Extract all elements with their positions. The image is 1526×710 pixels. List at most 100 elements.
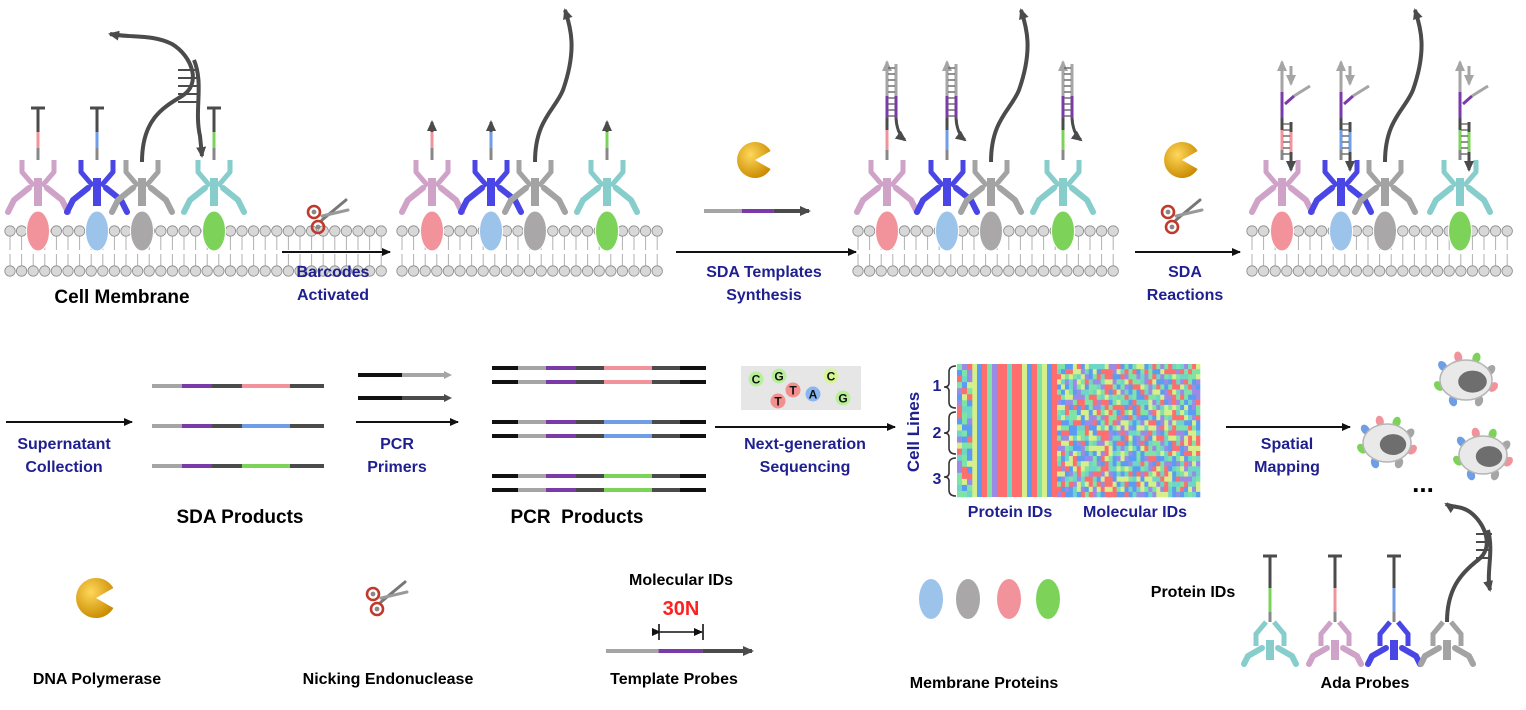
heatmap-cell [1176,394,1181,401]
heatmap-cell [1084,415,1090,421]
heatmap-cell [1096,491,1101,498]
heatmap-cell [1164,461,1169,467]
heatmap-cell [962,418,968,425]
heatmap-cell [1068,435,1074,442]
antibody-arm [1343,160,1360,188]
heatmap-cell [1072,369,1078,375]
heatmap-cell [1112,466,1117,472]
heatmap-cell [1144,435,1149,442]
heatmap-cell [1132,481,1137,488]
heatmap-cell [1140,476,1145,482]
lipid-head [294,225,306,237]
heatmap-cell [1084,425,1090,431]
antibody-arm [972,160,989,188]
heatmap-cell [1156,384,1161,390]
heatmap-cell [1057,384,1062,390]
lipid-head [570,265,582,277]
heatmap-cell [1112,415,1117,421]
ada-strand [1444,502,1489,623]
antibody-arm [613,185,640,215]
heatmap-cell [1108,466,1113,472]
heatmap-cell [1092,425,1098,431]
group-brace [943,457,957,497]
heatmap-cell [1148,445,1153,452]
lipid-head [396,265,408,277]
heatmap-cell [1128,374,1133,380]
lipid-head [62,225,74,237]
heatmap-stripe [1012,364,1018,497]
heatmap-cell [1168,389,1173,395]
heatmap-cell [1068,430,1074,436]
heatmap-cell [957,430,963,437]
heatmap-cell [1100,415,1105,421]
heatmap-cell [1176,481,1181,488]
lipid-head [363,265,376,277]
heatmap-cell [1132,379,1137,385]
lipid-head [1478,225,1490,237]
heatmap-cell [1060,425,1066,431]
heatmap-cell [1152,456,1157,462]
heatmap-cell [1068,425,1074,431]
sequence-base-bubble [771,368,787,384]
sequence-base-bubble [823,368,839,384]
heatmap-cell [1176,374,1181,380]
lipid-head [166,225,178,237]
antibody-arm [1391,185,1418,215]
heatmap-cell [1156,415,1161,421]
heatmap-cell [1132,461,1137,467]
heatmap-cell [1176,399,1181,406]
ngs-heatmap [943,364,1201,498]
heatmap-cell [1192,471,1197,477]
heatmap-cell [1196,456,1201,462]
heatmap-cell [1128,466,1133,472]
heatmap-cell [1172,471,1177,477]
heatmap-cell [1104,415,1109,421]
lipid-head [108,225,121,237]
heatmap-cell [1080,481,1086,488]
heatmap-cell [967,484,973,492]
heatmap-cell [1096,384,1101,390]
heatmap-cell [1100,440,1105,447]
heatmap-cell [1100,466,1105,472]
heatmap-cell [1112,491,1117,498]
heatmap-cell [1104,491,1109,498]
heatmap-cell [1132,445,1137,452]
heatmap-cell [1104,384,1109,390]
lipid-head [340,265,352,277]
heatmap-cell [1152,466,1157,472]
lipid-head [921,265,934,277]
heatmap-cell [967,424,973,431]
heatmap-cell [1108,461,1113,467]
lipid-head [431,265,443,277]
antibody-stem [1278,178,1286,206]
lipid-head [1362,225,1374,237]
heatmap-cell [1108,404,1113,411]
nicking-endonuclease-icon [1160,198,1204,235]
scissor-handle [315,224,321,230]
heatmap-cell [1156,435,1161,442]
lipid-head [558,265,571,277]
heatmap-cell [1124,450,1129,457]
heatmap-cell [1064,369,1070,375]
heatmap-cell [967,370,973,377]
lipid-head [282,265,294,277]
antibody-arm [1030,185,1057,215]
heatmap-cell [1172,379,1177,385]
antibody-arm [434,160,451,188]
heatmap-cell [1160,486,1165,493]
heatmap-cell [1144,461,1149,467]
heatmap-cell [1060,364,1066,370]
lipid-head [1014,265,1027,277]
heatmap-cell [1076,389,1082,395]
heatmap-cell [1164,364,1169,370]
heatmap-cell [1160,450,1165,457]
antibody-arm [1399,645,1423,667]
heatmap-cell [1076,486,1082,493]
heatmap-cell [1104,440,1109,447]
heatmap-cell [1088,471,1094,477]
heatmap-cell [1080,415,1086,421]
heatmap-cell [967,436,973,443]
heatmap-cell [1100,394,1105,401]
heatmap-cell [1136,486,1141,493]
heatmap-cell [1156,410,1161,416]
